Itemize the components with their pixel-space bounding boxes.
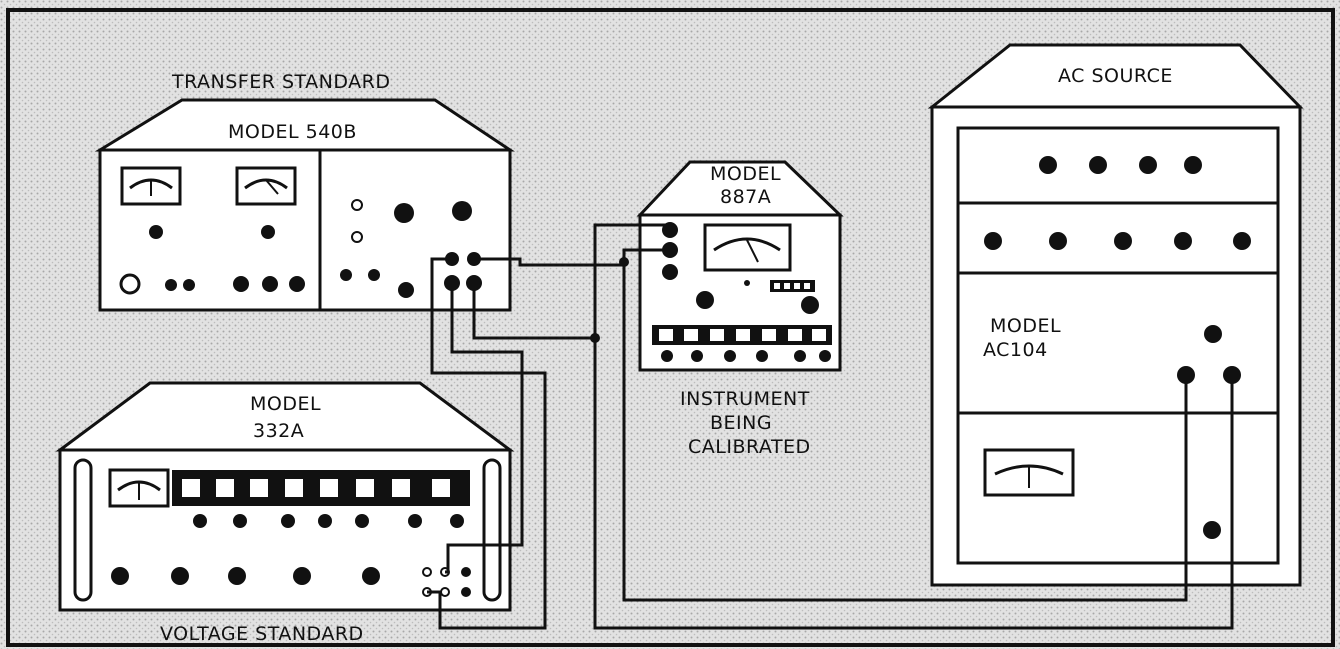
connecting-wires: [427, 223, 1234, 630]
ac-model-line2: AC104: [983, 339, 1048, 361]
wire-ac-return: [472, 283, 1234, 630]
ac-source-instrument: AC SOURCE MODEL AC104: [927, 43, 1304, 587]
wire-ac-source: [622, 262, 1188, 602]
ac-panel-3: [956, 271, 1280, 415]
ac-panel-1: [956, 126, 1280, 205]
rack-handle-right: [482, 458, 502, 602]
transfer-standard-instrument: TRANSFER STANDARD MODEL 540B: [94, 71, 515, 312]
ac-source-label: AC SOURCE: [1058, 65, 1173, 87]
wire-voltage-link: [445, 283, 524, 574]
voltage-model-line1: MODEL: [250, 393, 321, 415]
instrument-label-line3: CALIBRATED: [688, 436, 811, 458]
instrument-being-calibrated: MODEL 887A INSTRUMENT BEING CALIBRATED: [636, 160, 844, 458]
knob: [149, 225, 163, 239]
figure-frame: [6, 8, 1335, 647]
rack-handle-left: [73, 458, 93, 602]
knob: [261, 225, 275, 239]
ac-panel-4: [956, 411, 1280, 565]
wire-meter-common: [593, 223, 672, 338]
voltage-standard-label: VOLTAGE STANDARD: [160, 623, 364, 645]
instrument-label-line1: INSTRUMENT: [680, 388, 810, 410]
power-switch: [119, 273, 141, 295]
transfer-model-label: MODEL 540B: [228, 121, 357, 143]
meter-model-line2: 887A: [720, 186, 771, 208]
wire-transfer-to-meter: [474, 248, 670, 267]
meter-model-line1: MODEL: [710, 163, 781, 185]
wire-transfer-to-voltage: [427, 257, 547, 630]
ac-model-line1: MODEL: [990, 315, 1061, 337]
instrument-label-line2: BEING: [710, 412, 772, 434]
transfer-standard-label: TRANSFER STANDARD: [171, 71, 391, 93]
voltage-standard-instrument: MODEL 332A VOLTAGE STANDARD: [55, 381, 515, 645]
voltage-model-line2: 332A: [253, 420, 304, 442]
